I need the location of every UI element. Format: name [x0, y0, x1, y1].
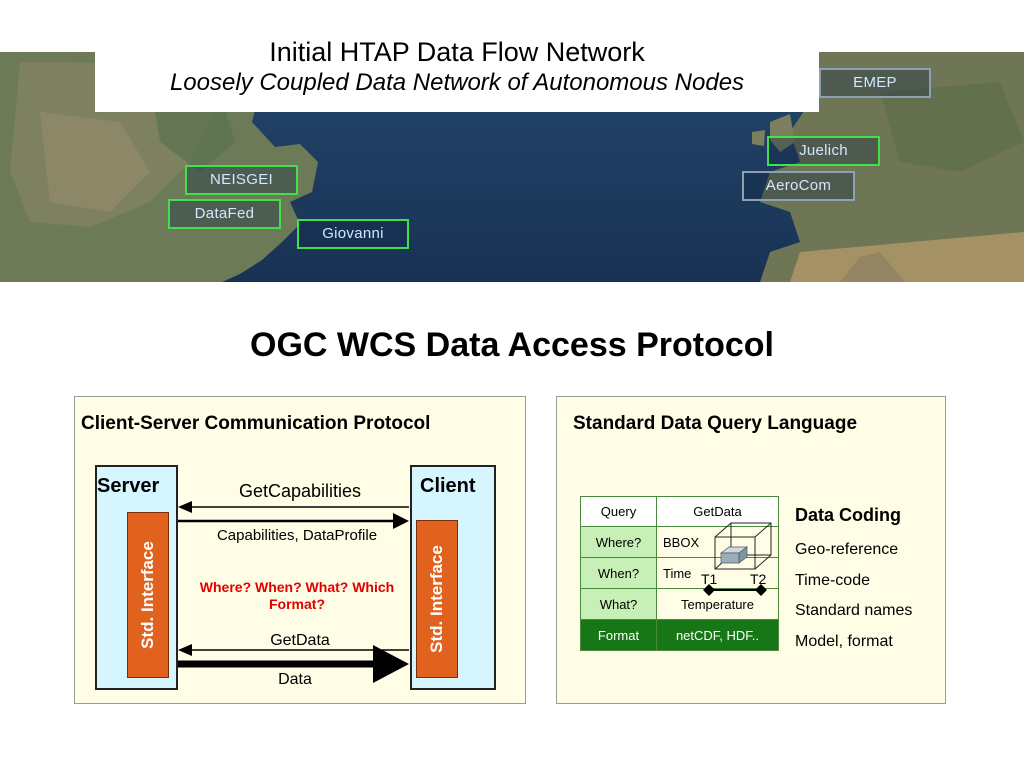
server-label: Server: [97, 475, 160, 497]
node-juelich[interactable]: Juelich: [767, 136, 880, 166]
client-server-panel: Client-Server Communication Protocol Ser…: [74, 396, 526, 704]
query-language-panel: Standard Data Query Language Query GetDa…: [556, 396, 946, 704]
client-label: Client: [420, 475, 476, 497]
t1-label: T1: [701, 571, 718, 587]
table-row: When? Time: [580, 557, 779, 589]
coding-item-time-code: Time-code: [795, 572, 870, 589]
protocol-arrows: [178, 501, 409, 683]
page-subtitle: Loosely Coupled Data Network of Autonomo…: [169, 69, 745, 96]
data-coding-title: Data Coding: [795, 505, 901, 525]
node-aerocom[interactable]: AeroCom: [742, 171, 855, 201]
data-label: Data: [278, 671, 312, 688]
panel-title-right: Standard Data Query Language: [573, 413, 858, 434]
query-table: Query GetData Where? BBOX When? Time Wha…: [580, 496, 779, 651]
get-capabilities-label: GetCapabilities: [238, 481, 362, 501]
node-neisgei[interactable]: NEISGEI: [185, 165, 298, 195]
t1-marker: [703, 584, 715, 596]
table-row: Query GetData: [580, 496, 779, 527]
table-row: Where? BBOX: [580, 526, 779, 558]
node-emep[interactable]: EMEP: [819, 68, 931, 98]
bbox-cube-icon: [703, 522, 772, 596]
table-row: What? Temperature: [580, 588, 779, 620]
server-std-interface: Std. Interface: [127, 512, 169, 678]
coding-item-geo-reference: Geo-reference: [795, 541, 899, 558]
coding-item-standard-names: Standard names: [795, 602, 913, 619]
section-heading: OGC WCS Data Access Protocol: [250, 326, 774, 364]
title-box: Initial HTAP Data Flow Network Loosely C…: [95, 36, 819, 112]
get-data-label: GetData: [270, 632, 330, 649]
capabilities-label: Capabilities, DataProfile: [216, 527, 378, 544]
table-row: Format netCDF, HDF..: [580, 619, 779, 651]
panel-title-left: Client-Server Communication Protocol: [81, 413, 431, 434]
page-title: Initial HTAP Data Flow Network: [269, 37, 645, 67]
t2-label: T2: [750, 571, 767, 587]
query-questions: Where? When? What? Which Format?: [199, 579, 395, 612]
node-giovanni[interactable]: Giovanni: [297, 219, 409, 249]
client-std-interface: Std. Interface: [416, 520, 458, 678]
coding-item-model-format: Model, format: [795, 633, 893, 650]
node-datafed[interactable]: DataFed: [168, 199, 281, 229]
t2-marker: [755, 584, 767, 596]
